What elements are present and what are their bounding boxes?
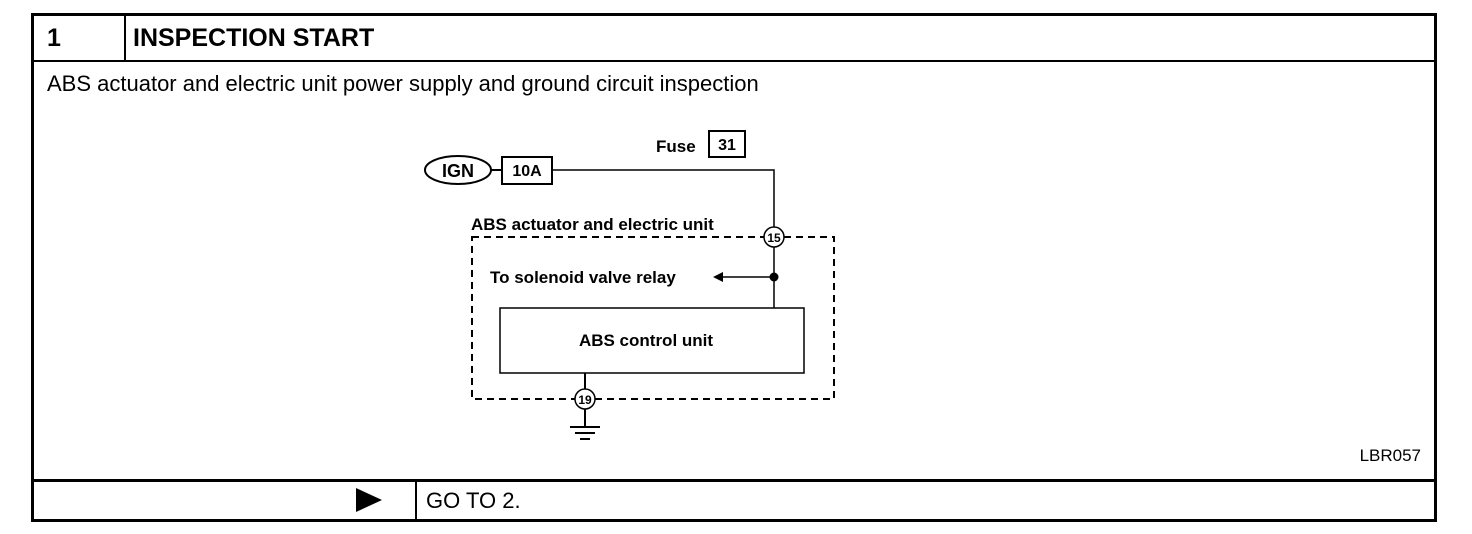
unit-boundary bbox=[471, 236, 835, 400]
step-header: 1 INSPECTION START bbox=[34, 16, 1434, 62]
arrow-right-icon bbox=[356, 488, 382, 512]
inspection-table: 1 INSPECTION START ABS actuator and elec… bbox=[31, 13, 1437, 522]
terminal-15-label: 15 bbox=[767, 231, 781, 245]
fuse-rating: 10A bbox=[512, 163, 542, 180]
step-footer: GO TO 2. bbox=[34, 479, 1434, 519]
ign-label: IGN bbox=[442, 161, 474, 181]
unit-label: ABS actuator and electric unit bbox=[471, 215, 714, 234]
fuse-number-box bbox=[708, 130, 746, 158]
footer-arrow-cell bbox=[34, 482, 417, 519]
step-description: ABS actuator and electric unit power sup… bbox=[47, 71, 759, 96]
control-unit-label: ABS control unit bbox=[579, 331, 713, 350]
ground-icon bbox=[570, 426, 600, 440]
wire-fuse-terminal bbox=[552, 169, 775, 227]
next-step-link[interactable]: GO TO 2. bbox=[426, 488, 521, 513]
arrow-left-icon bbox=[713, 272, 723, 282]
relay-label: To solenoid valve relay bbox=[490, 268, 676, 287]
step-number: 1 bbox=[34, 16, 126, 60]
control-unit-box bbox=[499, 307, 805, 374]
terminal-19-label: 19 bbox=[578, 393, 592, 407]
figure-id: LBR057 bbox=[1359, 446, 1421, 465]
fuse-label: Fuse bbox=[656, 137, 696, 156]
fuse-number: 31 bbox=[718, 137, 736, 154]
step-title: INSPECTION START bbox=[133, 24, 375, 52]
